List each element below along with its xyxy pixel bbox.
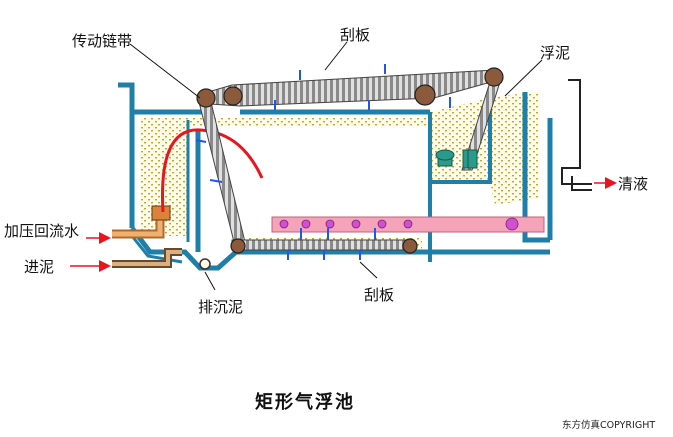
label-pressurized-return-water: 加压回流水 (4, 222, 79, 240)
drive-sprocket (196, 88, 216, 108)
label-sludge-inlet: 进泥 (24, 258, 54, 276)
distributor-pipe (271, 216, 545, 233)
copyright-text: 东方仿真COPYRIGHT (562, 419, 655, 431)
water-flow-curve (161, 128, 264, 213)
label-scraper-top: 刮板 (340, 26, 370, 44)
bubble-outlet (325, 219, 335, 229)
bubble-outlet (377, 219, 387, 229)
bubble-outlet (351, 219, 361, 229)
label-float-sludge: 浮泥 (540, 44, 570, 62)
drive-sprocket (230, 238, 246, 254)
leader-lines (129, 41, 543, 291)
drive-motor (435, 149, 478, 169)
diagram-labels: 传动链带 刮板 浮泥 加压回流水 进泥 清液 排沉泥 刮板 (4, 26, 648, 316)
bubble-outlet (279, 219, 289, 229)
label-scraper-bottom: 刮板 (364, 286, 394, 304)
bubble-outlet (403, 219, 413, 229)
label-clear-liquid: 清液 (618, 175, 648, 193)
label-sludge-discharge: 排沉泥 (198, 298, 243, 316)
bubble-outlet (301, 219, 311, 229)
drive-sprocket (402, 238, 418, 254)
sludge-discharge-valve (199, 258, 211, 270)
diagram-caption: 矩形气浮池 (255, 391, 355, 413)
drive-sprocket (414, 84, 436, 106)
label-drive-chain: 传动链带 (72, 32, 132, 50)
drive-chain (195, 64, 504, 260)
inlet-pipes (112, 205, 211, 270)
bubble-outlet (505, 217, 519, 231)
flow-arrows (70, 177, 617, 272)
drive-sprocket (223, 86, 243, 106)
drive-sprocket (484, 67, 504, 87)
